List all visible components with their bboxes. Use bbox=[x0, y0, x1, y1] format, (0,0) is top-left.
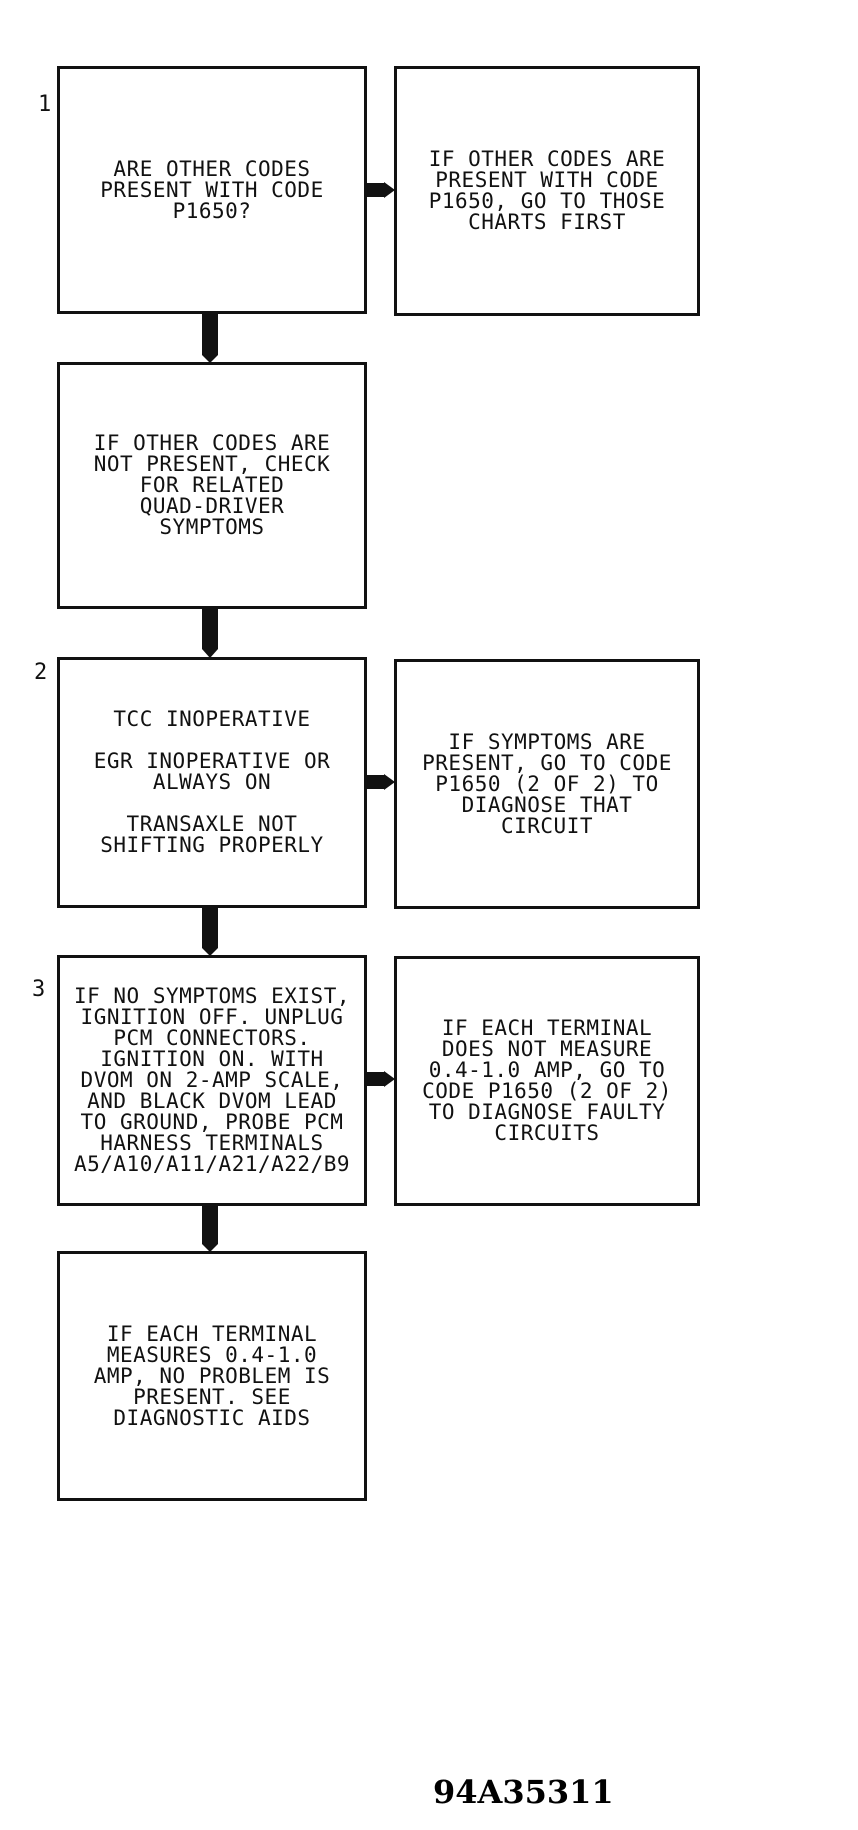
text-line: CODE P1650 (2 OF 2) bbox=[422, 1079, 672, 1103]
text-line: PRESENT WITH CODE bbox=[435, 168, 659, 192]
figure-id-label: 94A35311 bbox=[433, 1773, 614, 1811]
test-text: IF NO SYMPTOMS EXIST,IGNITION OFF. UNPLU… bbox=[74, 986, 350, 1175]
text-line: IF EACH TERMINAL bbox=[106, 1321, 318, 1346]
text-line: SYMPTOMS bbox=[159, 515, 265, 539]
text-line: FOR RELATED bbox=[139, 473, 285, 497]
text-line: HARNESS TERMINALS bbox=[100, 1131, 324, 1155]
test-box-probe-terminals: IF NO SYMPTOMS EXIST,IGNITION OFF. UNPLU… bbox=[57, 955, 367, 1206]
step-number-3: 3 bbox=[32, 977, 46, 1002]
right-arrow-2 bbox=[366, 774, 395, 790]
text-line: DOES NOT MEASURE bbox=[441, 1037, 653, 1061]
down-arrow-4 bbox=[202, 1205, 218, 1252]
text-line: IGNITION OFF. UNPLUG bbox=[80, 1005, 344, 1029]
text-line: IF OTHER CODES ARE bbox=[93, 431, 331, 455]
text-line: AMP, NO PROBLEM IS bbox=[93, 1363, 331, 1388]
step-number-1: 1 bbox=[38, 92, 52, 117]
text-line: DIAGNOSTIC AIDS bbox=[113, 1405, 311, 1430]
down-arrow-3 bbox=[202, 907, 218, 956]
text-line: A5/A10/A11/A21/A22/B9 bbox=[73, 1152, 350, 1176]
text-line: DIAGNOSE THAT bbox=[461, 792, 633, 817]
text-line: CIRCUITS bbox=[494, 1121, 600, 1145]
down-arrow-1 bbox=[202, 313, 218, 363]
step-number-2: 2 bbox=[34, 660, 48, 685]
text-line: CHARTS FIRST bbox=[468, 210, 626, 234]
text-line: IF NO SYMPTOMS EXIST, bbox=[73, 984, 350, 1008]
text-line: ARE OTHER CODES bbox=[113, 156, 311, 181]
text-line: NOT PRESENT, CHECK bbox=[93, 452, 331, 476]
text-line: DVOM ON 2-AMP SCALE, bbox=[80, 1068, 344, 1092]
text-line: P1650 (2 OF 2) TO bbox=[435, 771, 659, 796]
text-line: ALWAYS ON bbox=[152, 770, 272, 794]
text-line: PRESENT. SEE bbox=[133, 1384, 291, 1409]
text-line: PRESENT, GO TO CODE bbox=[422, 750, 672, 775]
text-line: P1650? bbox=[172, 198, 252, 223]
right-arrow-3 bbox=[366, 1071, 395, 1087]
text-line: PCM CONNECTORS. bbox=[113, 1026, 311, 1050]
text-line: TRANSAXLE NOT bbox=[126, 812, 298, 836]
text-line: TCC INOPERATIVE bbox=[113, 707, 311, 731]
text-line: IGNITION ON. WITH bbox=[100, 1047, 324, 1071]
text-line: P1650, GO TO THOSE bbox=[428, 189, 666, 213]
down-arrow-2 bbox=[202, 608, 218, 658]
text-line: QUAD-DRIVER bbox=[139, 494, 285, 518]
text-line: 0.4-1.0 AMP, GO TO bbox=[428, 1058, 666, 1082]
text-line: TO DIAGNOSE FAULTY bbox=[428, 1100, 666, 1124]
text-line: PRESENT WITH CODE bbox=[100, 177, 324, 202]
symptom-tcc: TCC INOPERATIVE bbox=[94, 709, 331, 730]
text-line: EGR INOPERATIVE OR bbox=[93, 749, 331, 773]
text-line: CIRCUIT bbox=[500, 813, 593, 838]
text-line: IF EACH TERMINAL bbox=[441, 1016, 653, 1040]
text-line: IF SYMPTOMS ARE bbox=[448, 729, 646, 754]
text-line: TO GROUND, PROBE PCM bbox=[80, 1110, 344, 1134]
right-arrow-1 bbox=[366, 182, 395, 198]
text-line: SHIFTING PROPERLY bbox=[100, 833, 324, 857]
text-line: AND BLACK DVOM LEAD bbox=[87, 1089, 337, 1113]
text-line: MEASURES 0.4-1.0 bbox=[106, 1342, 318, 1367]
text-line: IF OTHER CODES ARE bbox=[428, 147, 666, 171]
